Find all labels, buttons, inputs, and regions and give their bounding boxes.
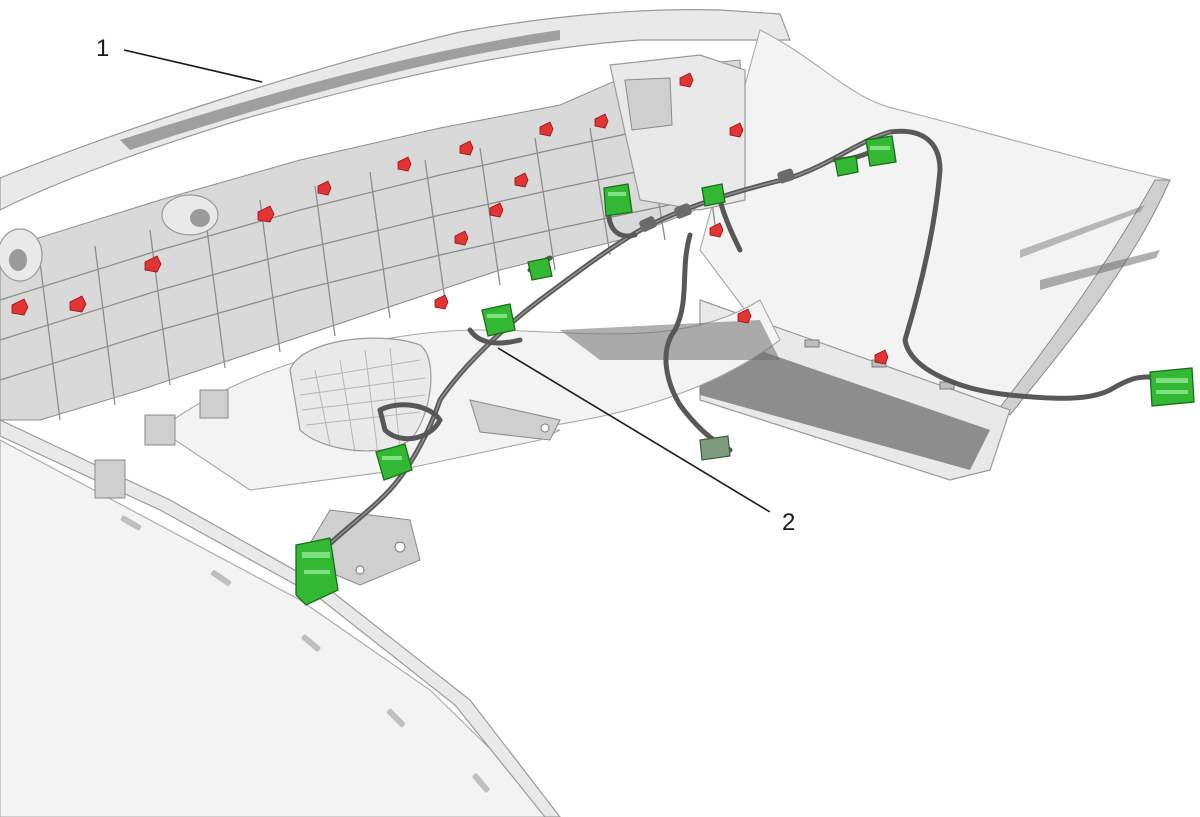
callouts: 1 2 bbox=[96, 35, 795, 536]
clip-icon bbox=[257, 205, 275, 223]
connector-icon bbox=[699, 435, 731, 461]
clip-icon bbox=[11, 298, 29, 316]
connector-icon bbox=[375, 443, 413, 481]
clip-icon bbox=[729, 122, 744, 138]
bumper-fascia bbox=[0, 9, 1171, 817]
fascia-lower-skin bbox=[0, 439, 561, 817]
lamp-housing bbox=[289, 337, 432, 456]
fascia-top-rim bbox=[0, 9, 791, 211]
fascia-lower-slots bbox=[120, 515, 490, 793]
clip-icon bbox=[679, 72, 694, 88]
harness-tape-wraps bbox=[639, 168, 795, 232]
connector-icon bbox=[865, 135, 897, 167]
fascia-right-crease-2 bbox=[1020, 205, 1145, 258]
callout-1: 1 bbox=[96, 35, 109, 62]
retaining-clips bbox=[11, 72, 889, 365]
harness-branch-left bbox=[467, 327, 523, 346]
wiring-harness bbox=[295, 128, 1195, 606]
connector-icon bbox=[1149, 367, 1195, 407]
connector-icon bbox=[701, 183, 726, 207]
lower-tabs bbox=[94, 389, 229, 499]
reinforcement-grid-ribs bbox=[0, 107, 741, 421]
leader-line-2 bbox=[497, 347, 771, 513]
clip-icon bbox=[709, 222, 724, 238]
clip-icon bbox=[737, 308, 752, 324]
left-boss bbox=[0, 194, 219, 282]
connector-icon bbox=[603, 183, 633, 217]
clip-icon bbox=[874, 349, 889, 365]
clip-icon bbox=[397, 156, 412, 172]
bracket-tower-window bbox=[624, 77, 673, 131]
connector-icon bbox=[834, 155, 859, 177]
fascia-top-shadow bbox=[120, 30, 560, 150]
clip-icon bbox=[144, 255, 162, 273]
connector-icon bbox=[481, 303, 516, 337]
clip-icon bbox=[434, 294, 449, 310]
connector-icon bbox=[527, 257, 553, 281]
connector-icon bbox=[295, 537, 339, 606]
harness-connectors bbox=[295, 135, 1195, 606]
clip-icon bbox=[317, 180, 332, 196]
clip-icon bbox=[454, 230, 469, 246]
clip-icon bbox=[539, 121, 554, 137]
harness-loop bbox=[377, 402, 443, 442]
clip-icon bbox=[459, 140, 474, 156]
clip-icon bbox=[514, 172, 529, 188]
fascia-flange-shadow bbox=[700, 330, 990, 470]
clip-icon bbox=[594, 113, 609, 129]
mounting-bracket-2 bbox=[469, 399, 561, 441]
leader-line-1 bbox=[123, 49, 263, 83]
fascia-right-crease bbox=[1040, 250, 1160, 290]
callout-2: 2 bbox=[782, 509, 795, 536]
clip-icon bbox=[69, 295, 87, 313]
clip-icon bbox=[489, 202, 504, 218]
harness-branch-lower bbox=[663, 232, 733, 453]
